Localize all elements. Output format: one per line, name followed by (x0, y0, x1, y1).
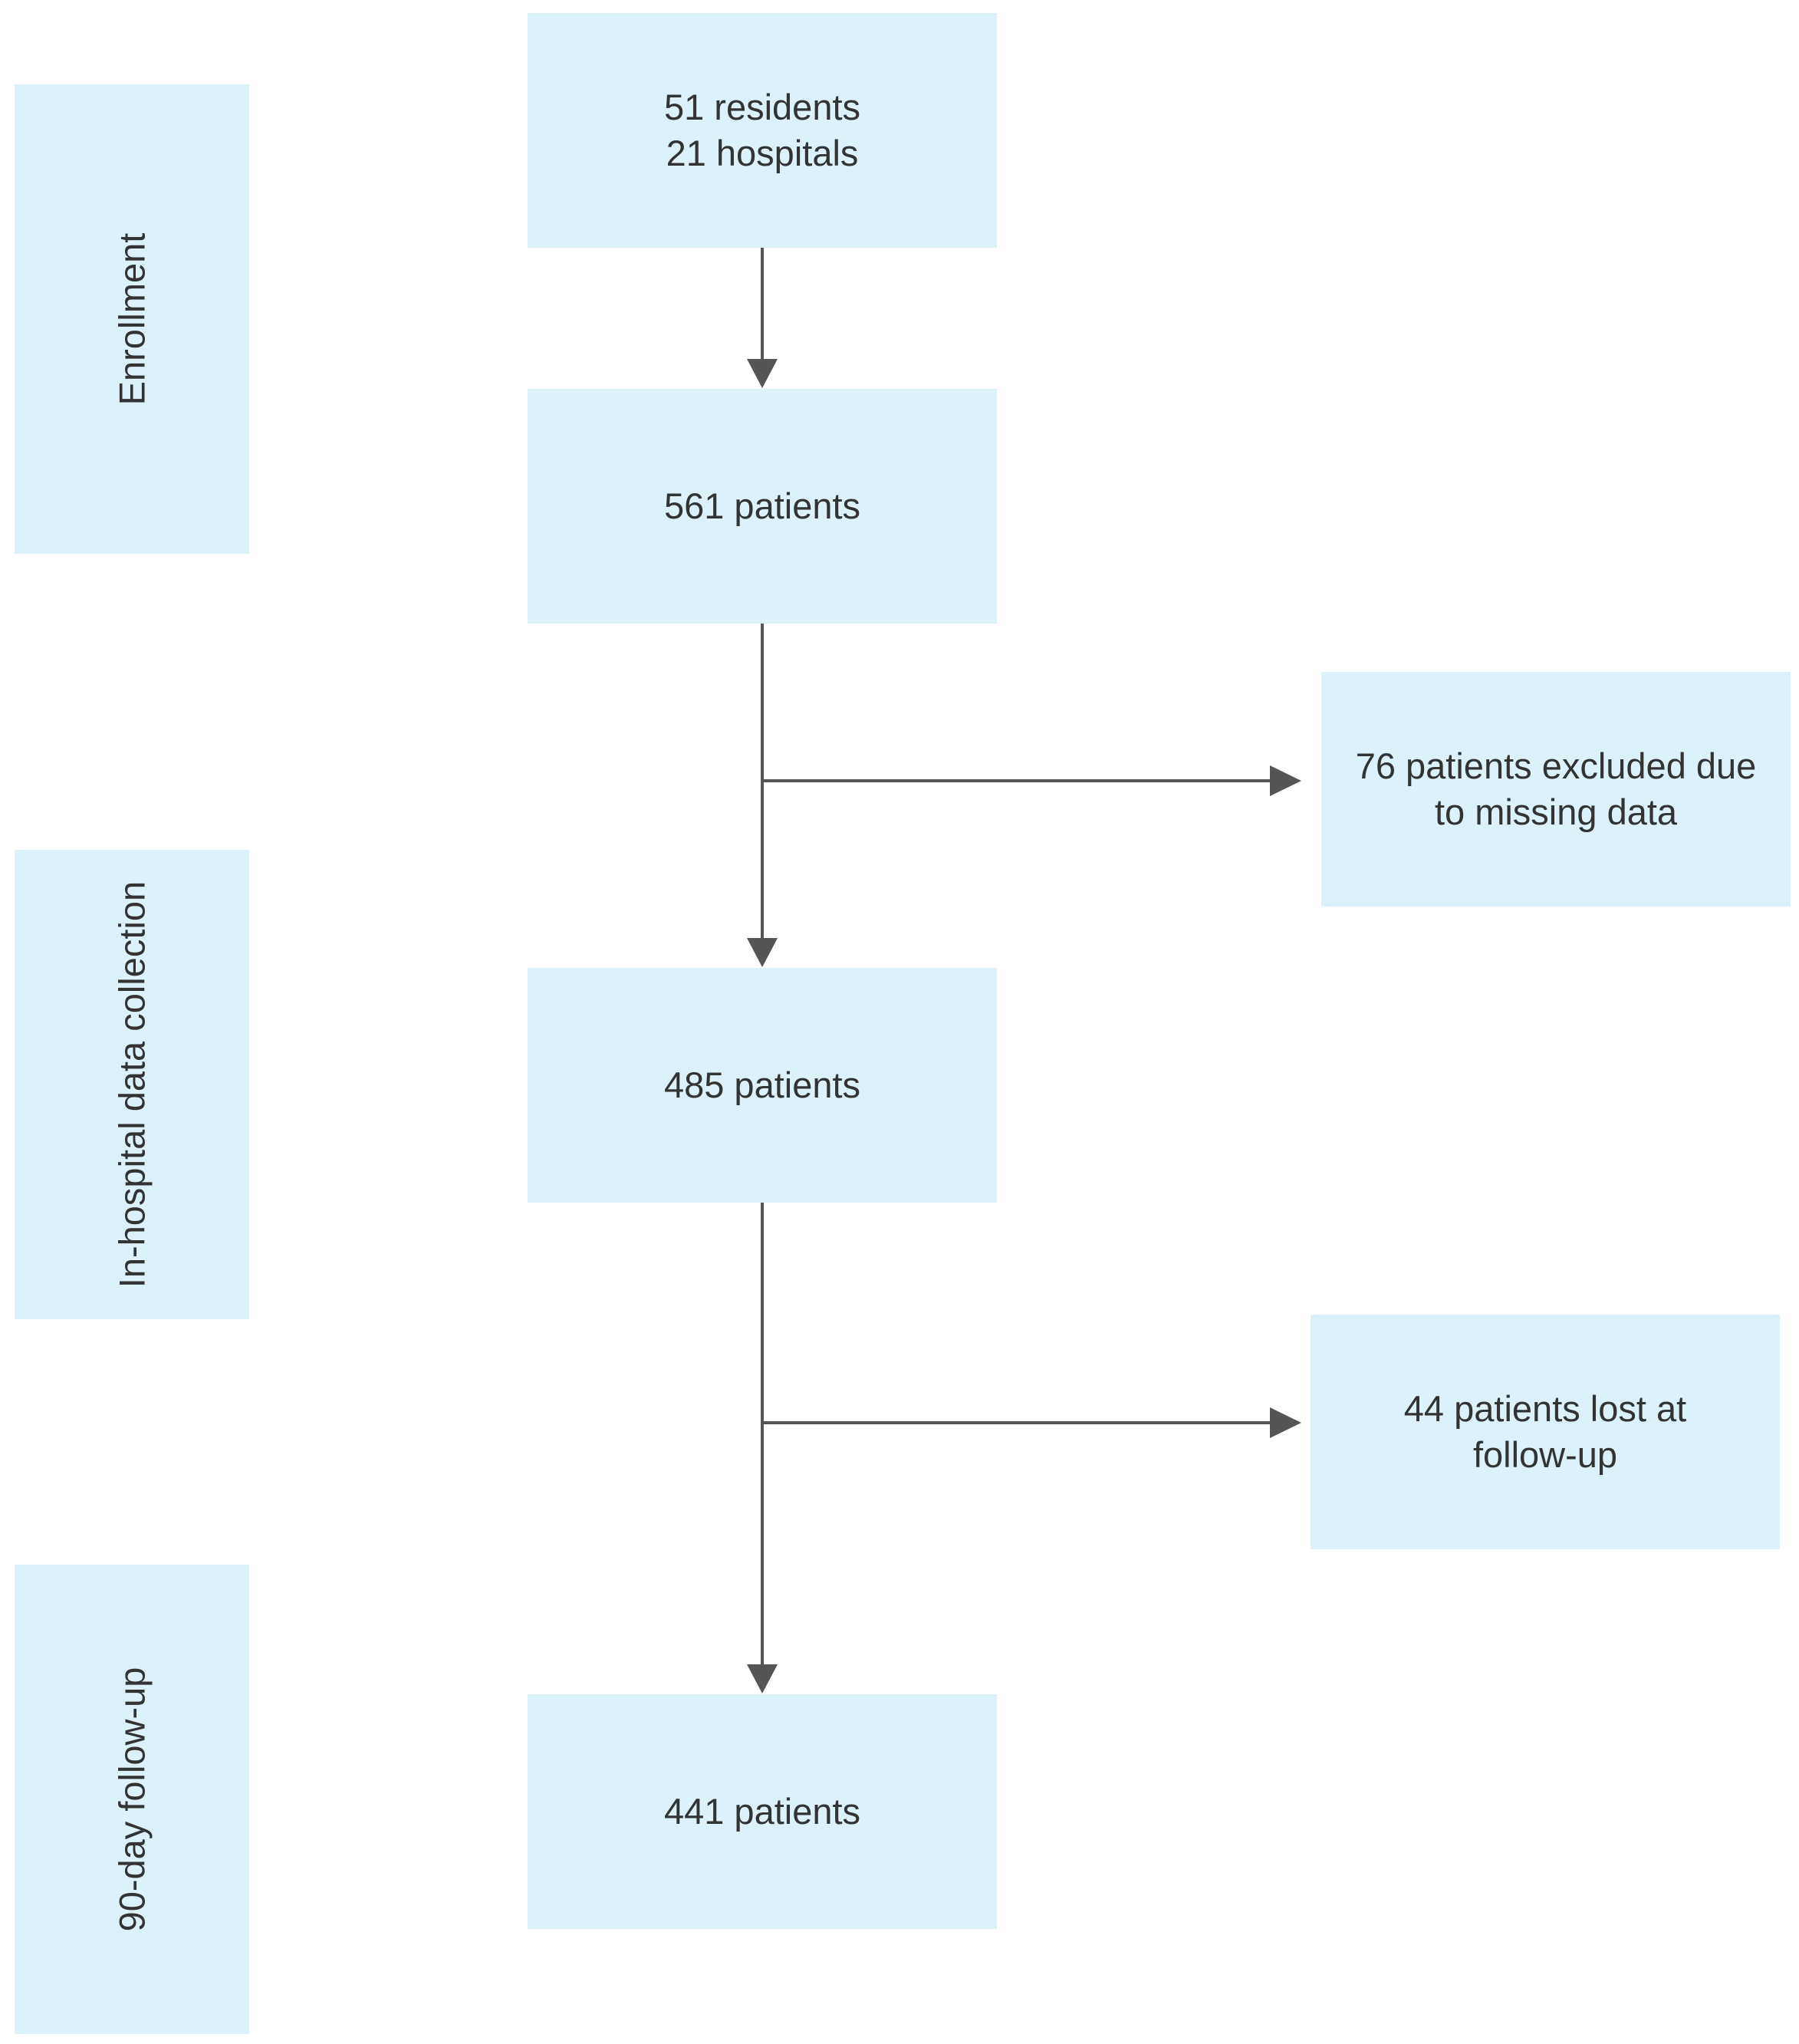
arrowhead-lost (1270, 1407, 1301, 1438)
node-lost-line2: follow-up (1472, 1434, 1618, 1475)
node-final-label: 441 patients (663, 1791, 861, 1832)
node-excluded-line1: 76 patients excluded due (1355, 746, 1757, 787)
phase-in-hospital: In-hospital data collection (15, 850, 249, 1319)
node-enrolled-label: 561 patients (663, 485, 861, 527)
node-final: 441 patients (528, 1694, 997, 1929)
node-start-line2: 21 hospitals (666, 133, 859, 173)
node-lost: 44 patients lost at follow-up (1311, 1315, 1780, 1549)
node-excluded: 76 patients excluded due to missing data (1321, 672, 1791, 907)
node-collected-label: 485 patients (663, 1065, 861, 1106)
node-collected: 485 patients (528, 968, 997, 1203)
node-excluded-line2: to missing data (1434, 792, 1678, 832)
node-start-line1: 51 residents (663, 87, 861, 128)
arrowhead-final (747, 1664, 778, 1693)
phase-follow-up: 90-day follow-up (15, 1565, 249, 2034)
arrowhead-collected (747, 938, 778, 967)
node-lost-line1: 44 patients lost at (1403, 1388, 1687, 1430)
node-enrolled: 561 patients (528, 389, 997, 624)
arrowhead-enrolled (747, 359, 778, 388)
phase-enrollment: Enrollment (15, 84, 249, 554)
node-start: 51 residents 21 hospitals (528, 13, 997, 248)
arrowhead-excluded (1270, 765, 1301, 796)
